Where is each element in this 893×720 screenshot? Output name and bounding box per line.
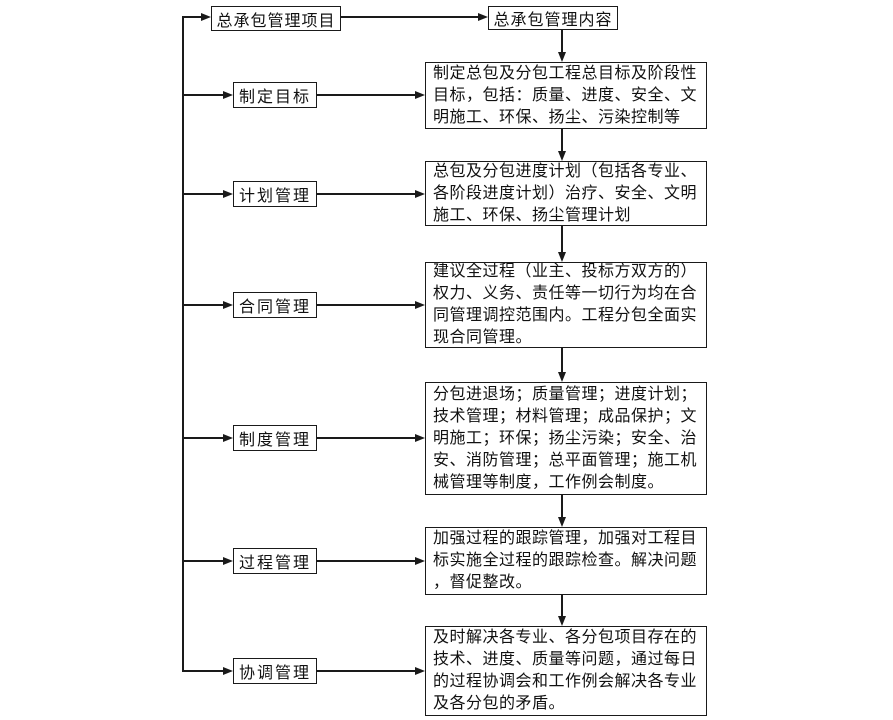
- arrowhead-down: [558, 616, 566, 626]
- connector-line: [561, 348, 563, 372]
- content-text: 制定总包及分包工程总目标及阶段性 目标，包括：质量、进度、安全、文 明施工、环保…: [433, 64, 698, 126]
- connector-line: [561, 595, 563, 616]
- arrowhead-right: [415, 301, 425, 309]
- arrowhead-right: [223, 557, 233, 565]
- connector-line: [561, 30, 563, 52]
- connector-line: [317, 437, 415, 439]
- content-box-row-5: 加强过程的跟踪管理，加强对工程目 标实施全过程的跟踪检查。解决问题 ，督促整改。: [425, 527, 707, 595]
- arrowhead-right: [478, 13, 488, 21]
- connector-line: [561, 226, 563, 252]
- content-box-row-3: 建议全过程（业主、投标方双方的） 权力、义务、责任等一切行为均在合 同管理调控范…: [425, 262, 707, 348]
- label-box-row-1: 制定目标: [233, 82, 317, 108]
- arrowhead-right: [415, 190, 425, 198]
- arrowhead-right: [223, 301, 233, 309]
- content-box-row-4: 分包进退场；质量管理；进度计划； 技术管理；材料管理；成品保护；文 明施工；环保…: [425, 382, 707, 495]
- label-box-row-3: 合同管理: [233, 292, 317, 318]
- connector-line: [182, 16, 201, 18]
- arrowhead-right: [223, 190, 233, 198]
- connector-line: [182, 193, 223, 195]
- connector-line: [182, 437, 223, 439]
- arrowhead-right: [223, 91, 233, 99]
- connector-line: [182, 304, 223, 306]
- content-text: 建议全过程（业主、投标方双方的） 权力、义务、责任等一切行为均在合 同管理调控范…: [433, 263, 698, 346]
- content-box-row-1: 制定总包及分包工程总目标及阶段性 目标，包括：质量、进度、安全、文 明施工、环保…: [425, 62, 707, 129]
- content-box-row-6: 及时解决各专业、各分包项目存在的 技术、进度、质量等问题，通过每日 的过程协调会…: [425, 626, 707, 716]
- content-text: 总包及分包进度计划（包括各专业、 各阶段进度计划）治疗、安全、文明 施工、环保、…: [433, 162, 698, 224]
- content-text: 及时解决各专业、各分包项目存在的 技术、进度、质量等问题，通过每日 的过程协调会…: [433, 629, 698, 712]
- arrowhead-down: [558, 52, 566, 62]
- connector-line: [182, 94, 223, 96]
- connector-line: [182, 670, 223, 672]
- arrowhead-right: [415, 434, 425, 442]
- label-box-row-4: 制度管理: [233, 425, 317, 451]
- general-contract-content-box: 总承包管理内容: [488, 6, 618, 30]
- arrowhead-right: [223, 434, 233, 442]
- arrowhead-right: [201, 13, 211, 21]
- trunk-line: [182, 16, 184, 672]
- connector-line: [561, 495, 563, 517]
- content-text: 分包进退场；质量管理；进度计划； 技术管理；材料管理；成品保护；文 明施工；环保…: [433, 385, 698, 491]
- connector-line: [317, 193, 415, 195]
- label-box-row-5: 过程管理: [233, 548, 317, 574]
- connector-line: [561, 129, 563, 151]
- connector-line: [317, 94, 415, 96]
- connector-line: [182, 560, 223, 562]
- arrowhead-down: [558, 151, 566, 161]
- arrowhead-right: [223, 667, 233, 675]
- connector-line: [317, 670, 415, 672]
- arrowhead-down: [558, 517, 566, 527]
- content-box-row-2: 总包及分包进度计划（包括各专业、 各阶段进度计划）治疗、安全、文明 施工、环保、…: [425, 161, 707, 226]
- label-box-row-2: 计划管理: [233, 181, 317, 207]
- connector-line: [341, 16, 478, 18]
- arrowhead-down: [558, 252, 566, 262]
- content-text: 加强过程的跟踪管理，加强对工程目 标实施全过程的跟踪检查。解决问题 ，督促整改。: [433, 530, 698, 591]
- connector-line: [317, 304, 415, 306]
- arrowhead-right: [415, 557, 425, 565]
- arrowhead-right: [415, 91, 425, 99]
- arrowhead-right: [415, 667, 425, 675]
- label-box-row-6: 协调管理: [233, 658, 317, 684]
- general-contract-project-box: 总承包管理项目: [211, 6, 341, 31]
- connector-line: [317, 560, 415, 562]
- arrowhead-down: [558, 372, 566, 382]
